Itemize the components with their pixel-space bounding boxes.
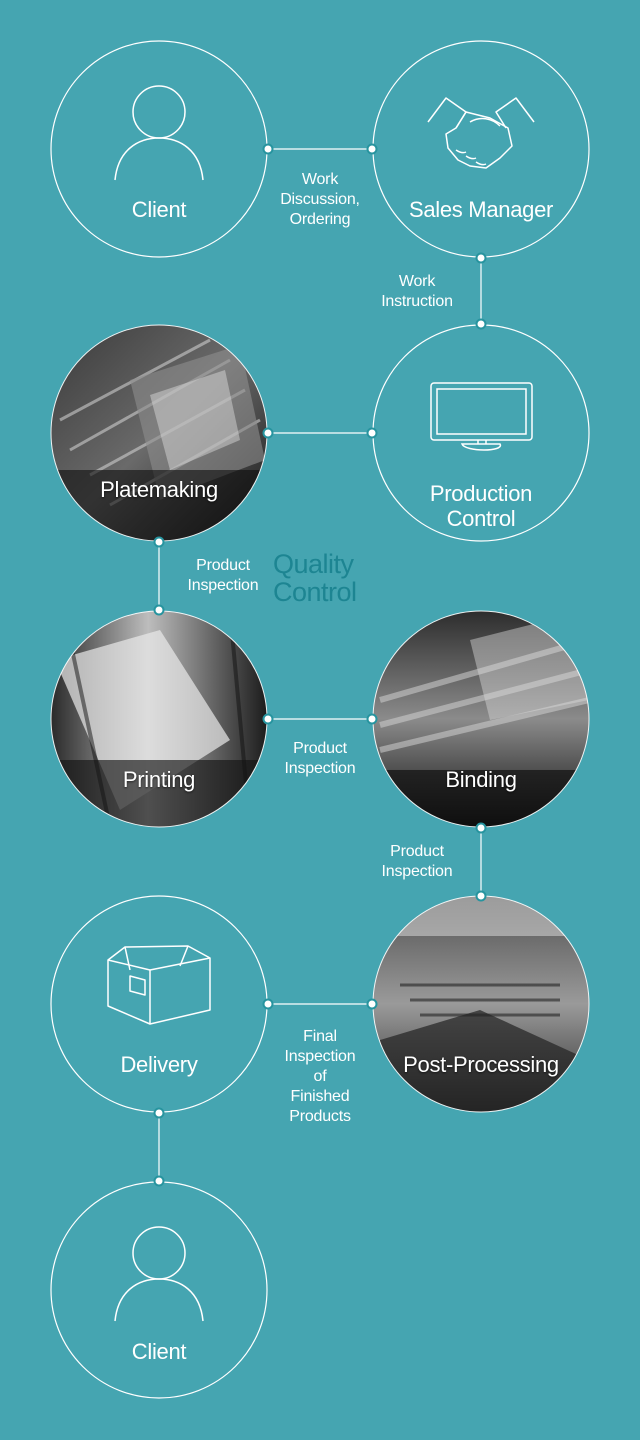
production-control-label-line2: Control — [446, 506, 516, 531]
post-processing-photo — [373, 896, 589, 1112]
box-icon — [107, 945, 211, 1025]
monitor-icon — [430, 382, 533, 451]
connector-dot — [153, 1107, 165, 1119]
edge-label-binding-post: Product Inspection — [381, 843, 453, 880]
connector-dot — [475, 252, 487, 264]
connector-dot — [153, 604, 165, 616]
client-top-node — [50, 40, 268, 258]
delivery-node — [50, 895, 268, 1113]
sales-manager-label: Sales Manager — [408, 197, 554, 222]
connector-dot — [475, 822, 487, 834]
edge-label-platemaking-printing: Product Inspection — [187, 557, 259, 594]
edge-label-client-sales: Work Discussion, Ordering — [280, 171, 360, 228]
platemaking-label: Platemaking — [100, 477, 218, 502]
printing-photo — [51, 611, 267, 827]
client-top-label: Client — [131, 197, 187, 222]
person-icon — [114, 85, 204, 181]
connector-dot — [262, 713, 274, 725]
connector-dot — [153, 536, 165, 548]
edge-label-post-delivery: Final Inspection of Finished Products — [284, 1028, 356, 1125]
connector-dot — [366, 713, 378, 725]
production-control-label: Production Control — [381, 481, 581, 531]
post-processing-label: Post-Processing — [403, 1052, 559, 1077]
edge-label-printing-binding: Product Inspection — [284, 740, 356, 777]
person-icon — [114, 1226, 204, 1322]
delivery-label: Delivery — [120, 1052, 198, 1077]
connector-lines — [158, 148, 482, 1181]
client-bottom-node — [50, 1181, 268, 1399]
platemaking-photo — [51, 325, 267, 541]
production-control-label-line1: Production — [429, 481, 533, 506]
connector-dot — [366, 998, 378, 1010]
printing-label: Printing — [122, 767, 196, 792]
connector-dot — [153, 1175, 165, 1187]
connector-dots — [153, 143, 487, 1187]
connector-dot — [262, 427, 274, 439]
sales-manager-node — [372, 40, 590, 258]
connector-dot — [475, 890, 487, 902]
edge-label-sales-production: Work Instruction — [381, 273, 453, 310]
quality-control-label: Quality Control — [273, 549, 357, 607]
handshake-icon — [427, 97, 535, 169]
connector-dot — [475, 318, 487, 330]
connector-dot — [366, 427, 378, 439]
binding-photo — [373, 611, 589, 827]
connector-dot — [262, 143, 274, 155]
connector-dot — [366, 143, 378, 155]
connector-dot — [262, 998, 274, 1010]
client-bottom-label: Client — [131, 1339, 187, 1364]
binding-label: Binding — [445, 767, 517, 792]
